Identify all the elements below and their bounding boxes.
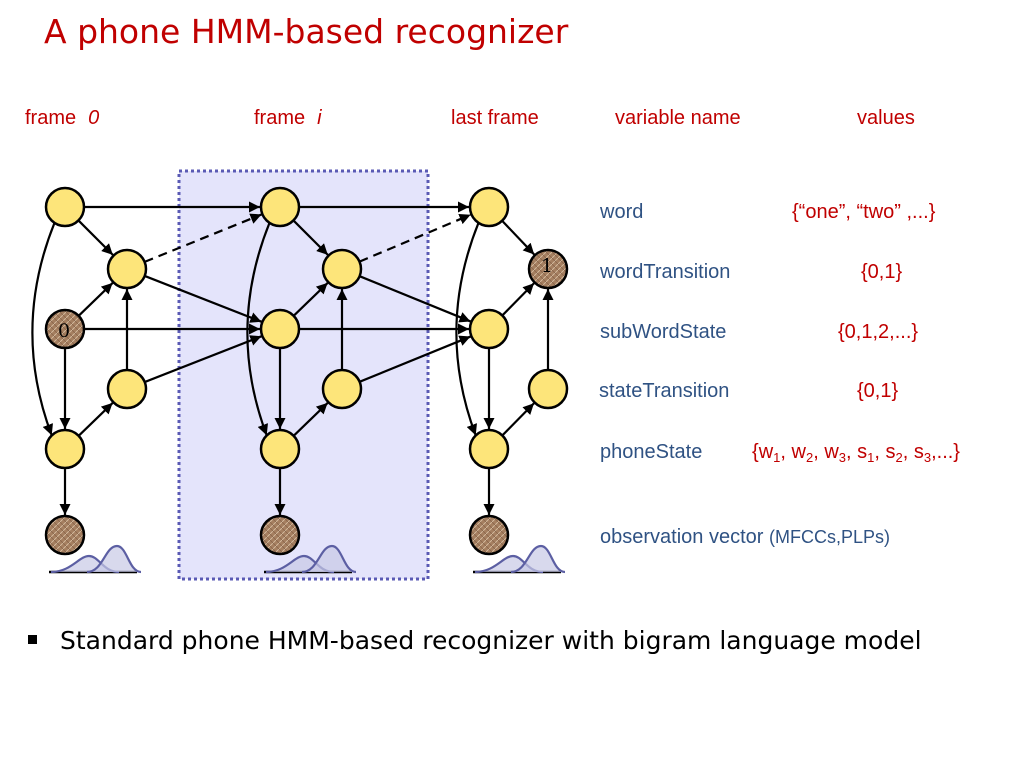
var-word-transition-name: wordTransition xyxy=(600,261,731,283)
edge-subword-to-wordtransition xyxy=(292,282,329,317)
var-observation-name: observation vector (MFCCs,PLPs) xyxy=(600,526,890,548)
edge-wordtransition-to-next-word xyxy=(359,213,471,263)
header-values: values xyxy=(857,107,915,129)
header-frame-i-label: frame xyxy=(254,107,306,129)
edge-statetransition-to-next-subword xyxy=(144,335,262,384)
edge-wordtransition-to-next-subword xyxy=(144,274,262,323)
observation-node xyxy=(44,514,86,556)
edge-word-to-wordtransition xyxy=(292,219,329,256)
var-subword-state-name: subWordState xyxy=(600,321,727,343)
state-transition-node xyxy=(527,368,569,410)
var-word-name: word xyxy=(600,201,644,223)
var-state-transition-value: {0,1} xyxy=(857,380,899,402)
phone-state-node xyxy=(259,428,301,470)
header-variable-name: variable name xyxy=(615,107,741,129)
var-subword-state-value: {0,1,2,...} xyxy=(838,321,919,343)
edge-statetransition-to-next-subword xyxy=(359,335,471,383)
header-last-frame: last frame xyxy=(451,107,539,129)
gaussian-density xyxy=(301,544,357,574)
gaussian-density xyxy=(510,544,566,574)
edge-word-to-phonestate xyxy=(31,222,56,436)
edge-subword-to-wordtransition xyxy=(501,282,535,317)
word-transition-node xyxy=(321,248,363,290)
var-word-value: {“one”, “two” ,...} xyxy=(792,201,936,223)
subword-state-node xyxy=(44,308,86,350)
header-frame-0: frame 0 xyxy=(25,107,99,130)
word-node xyxy=(468,186,510,228)
bullet-point: Standard phone HMM-based recognizer with… xyxy=(28,626,978,656)
edge-phonestate-to-statetransition xyxy=(501,402,535,437)
var-state-transition-name: stateTransition xyxy=(599,380,730,402)
bullet-text: Standard phone HMM-based recognizer with… xyxy=(60,626,922,655)
edge-phonestate-to-statetransition xyxy=(292,402,329,437)
var-phone-state-value: {w1, w2, w3, s1, s2, s3,...} xyxy=(752,441,960,465)
edge-subword-to-wordtransition xyxy=(77,282,114,317)
phone-state-open: { xyxy=(752,441,759,463)
edge-word-to-wordtransition xyxy=(501,220,536,256)
edge-word-to-wordtransition xyxy=(77,219,114,256)
word-transition-node xyxy=(527,248,569,290)
observation-node xyxy=(468,514,510,556)
state-transition-node xyxy=(106,368,148,410)
header-frame-i-index: i xyxy=(317,107,322,129)
bullet-square-icon xyxy=(28,635,37,644)
phone-state-close: ,...} xyxy=(931,441,960,463)
phone-state-node xyxy=(468,428,510,470)
var-word-transition-value: {0,1} xyxy=(861,261,903,283)
dependency-edges xyxy=(31,201,554,515)
word-transition-final-node-label: 1 xyxy=(541,255,553,277)
edge-phonestate-to-statetransition xyxy=(77,402,114,437)
edge-wordtransition-to-next-subword xyxy=(359,275,471,323)
frame-i-highlight-box xyxy=(177,169,430,581)
variable-nodes xyxy=(44,186,569,556)
slide-title: A phone HMM-based recognizer xyxy=(44,12,569,51)
phone-state-node xyxy=(44,428,86,470)
subword-state-node xyxy=(468,308,510,350)
state-transition-node xyxy=(321,368,363,410)
subword-state-node xyxy=(259,308,301,350)
observation-densities xyxy=(49,544,566,574)
word-node xyxy=(259,186,301,228)
gaussian-density xyxy=(86,544,142,574)
word-node xyxy=(44,186,86,228)
word-transition-node xyxy=(106,248,148,290)
observation-node xyxy=(259,514,301,556)
var-phone-state-name: phoneState xyxy=(600,441,703,463)
header-frame-0-index: 0 xyxy=(88,107,100,129)
edge-wordtransition-to-next-word xyxy=(144,213,262,263)
subword-initial-node-label: 0 xyxy=(58,320,70,342)
header-frame-0-label: frame xyxy=(25,107,77,129)
